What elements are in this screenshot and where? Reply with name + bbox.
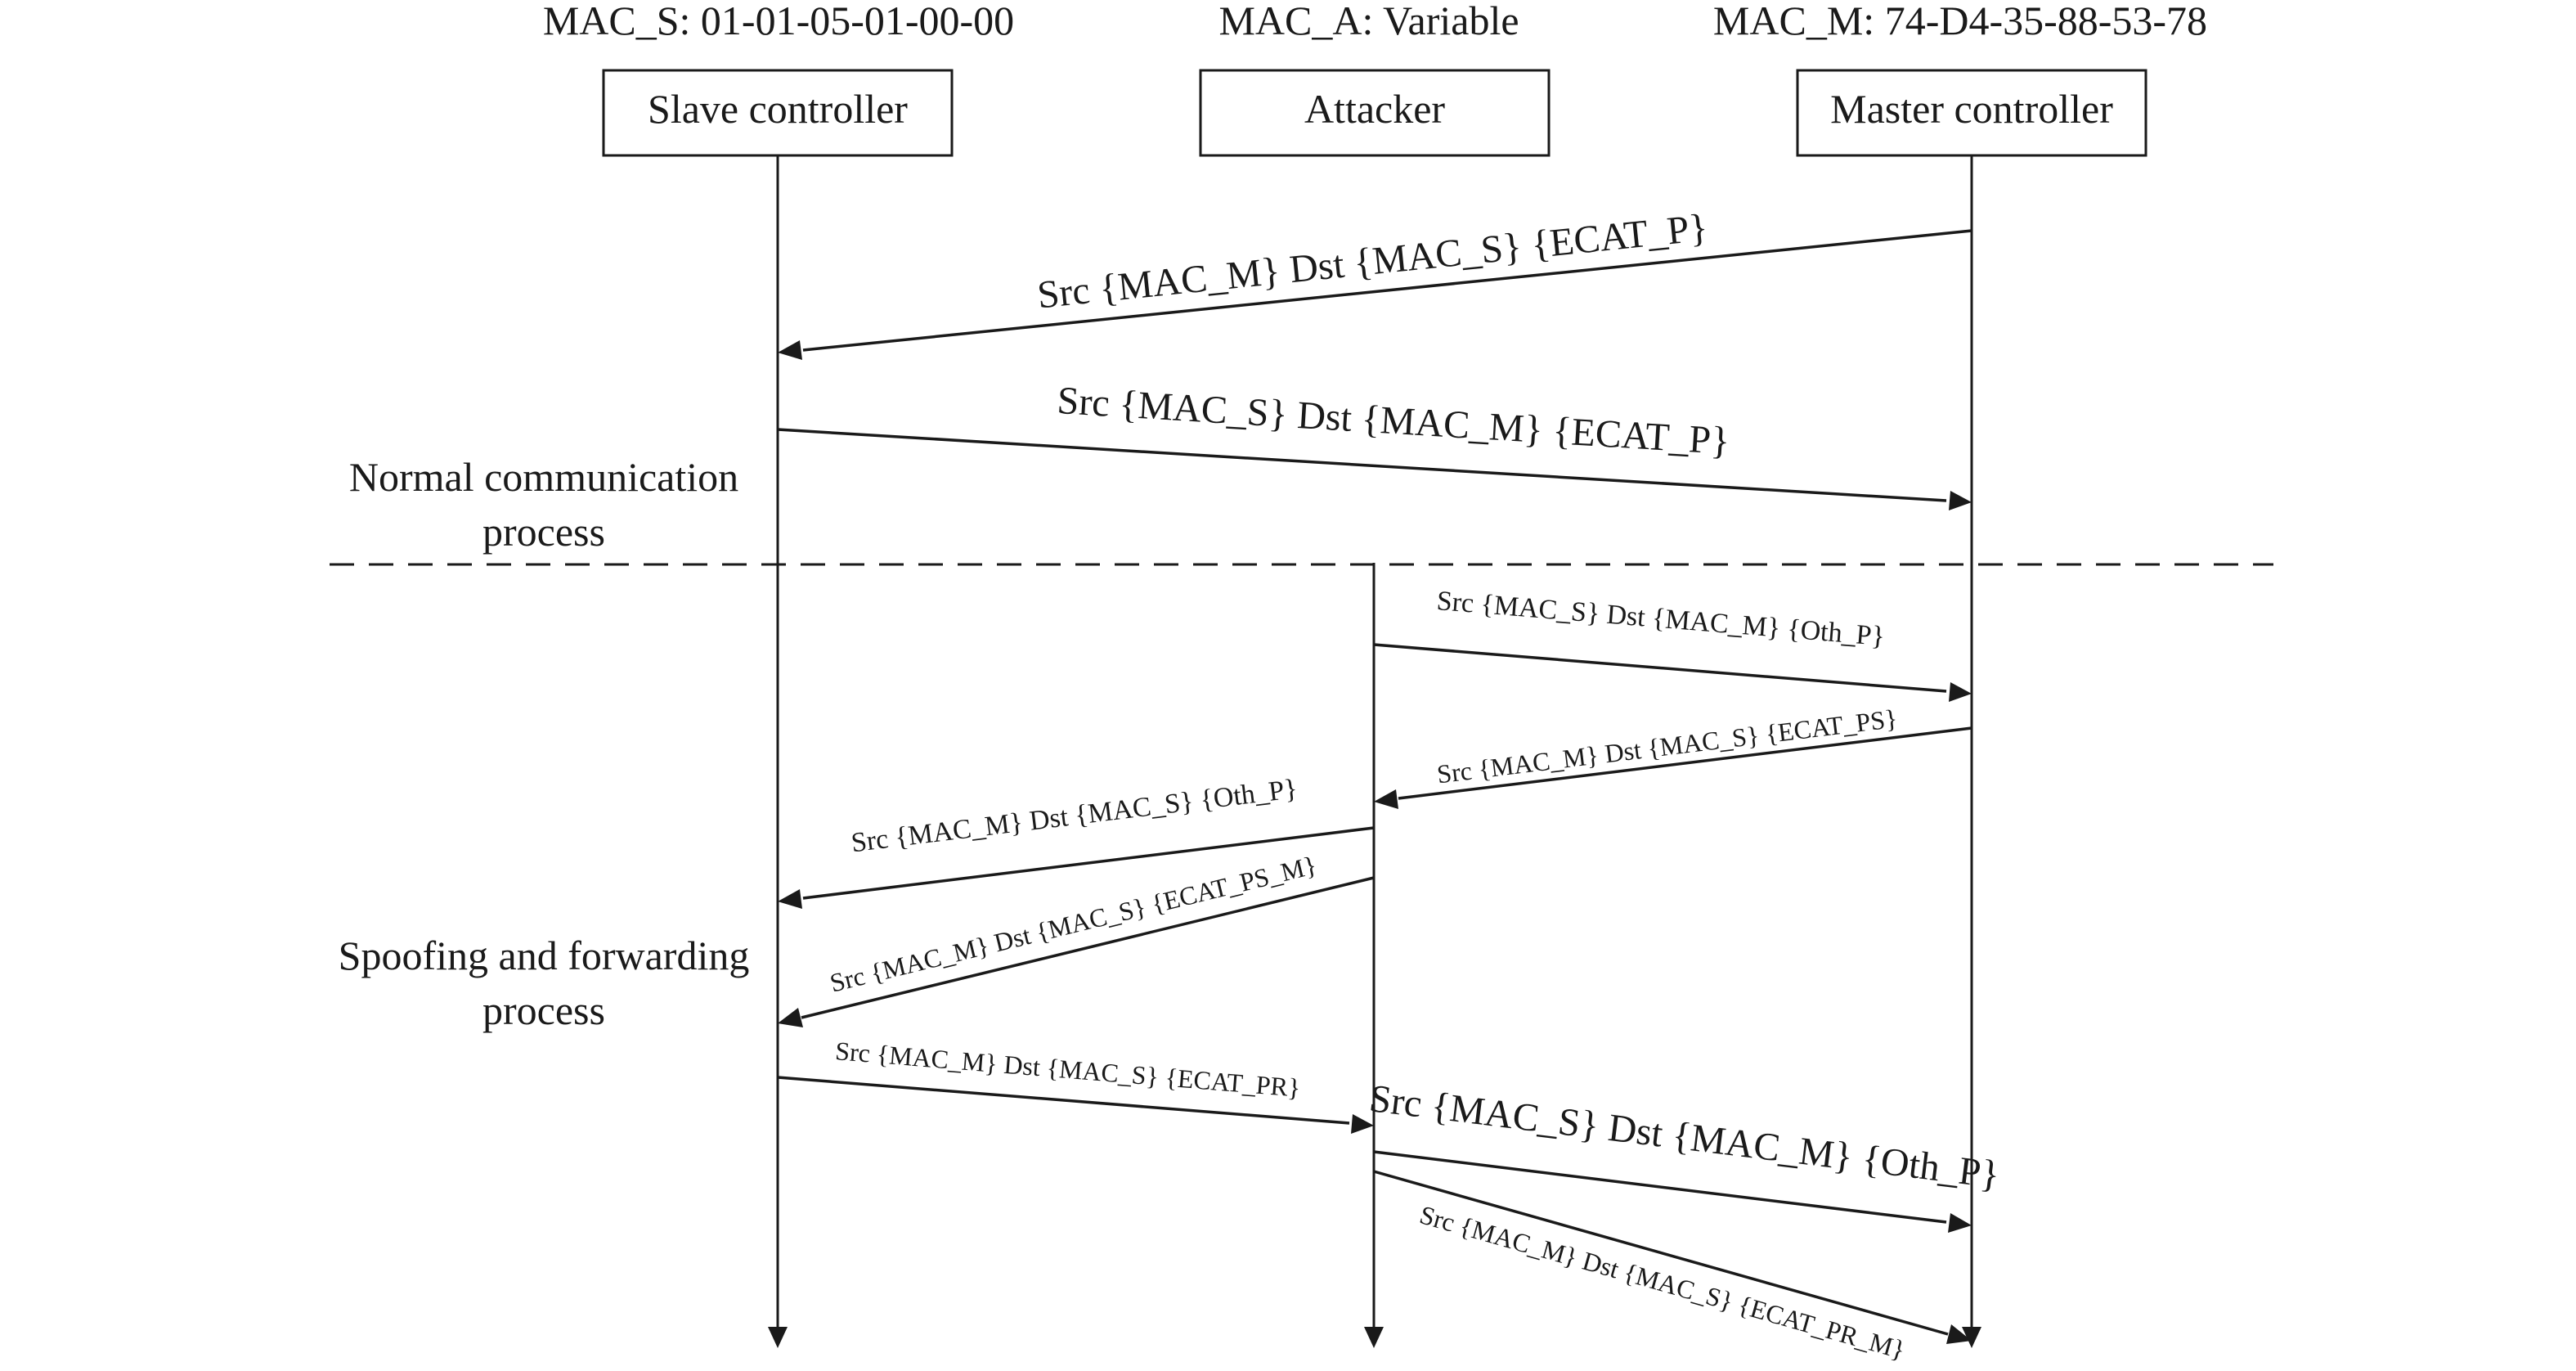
message-7: Src {MAC_M} Dst {MAC_S} {ECAT_PR} [777,1036,1374,1134]
message-9-arrowhead [1946,1324,1972,1344]
attacker-lifeline-end-arrow [1364,1327,1384,1348]
slave-participant: Slave controller [602,69,954,157]
message-7-label: Src {MAC_M} Dst {MAC_S} {ECAT_PR} [834,1036,1302,1103]
message-6-arrow-line [801,876,1375,1019]
message-8-arrow-line [1373,1150,1947,1224]
master-box [1796,69,2147,157]
message-7-arrowhead [1351,1114,1374,1134]
message-9-arrow-line [1373,1170,1949,1336]
message-6-arrowhead [778,1008,803,1027]
message-5-arrowhead [778,889,802,909]
message-3-label: Src {MAC_S} Dst {MAC_M} {Oth_P} [1436,586,1887,652]
message-2-label: Src {MAC_S} Dst {MAC_M} {ECAT_P} [1056,379,1730,463]
master-participant: Master controller [1796,69,2147,157]
message-5-arrow-line [802,826,1375,900]
message-4: Src {MAC_M} Dst {MAC_S} {ECAT_PS} [1374,703,1972,809]
message-8-label: Src {MAC_S} Dst {MAC_M} {Oth_P} [1367,1077,2002,1197]
attacker-mac-address: MAC_A: Variable [1218,0,1519,43]
slave-mac-address: MAC_S: 01-01-05-01-00-00 [543,0,1014,43]
message-3-arrow-line [1373,643,1947,693]
attacker-box [1199,69,1551,157]
spoofing-phase-label-line-2: process [482,987,605,1033]
message-2: Src {MAC_S} Dst {MAC_M} {ECAT_P} [777,379,1972,510]
message-9: Src {MAC_M} Dst {MAC_S} {ECAT_PR_M} [1373,1170,1972,1364]
message-1-arrowhead [778,340,802,360]
slave-box [602,69,954,157]
message-2-arrowhead [1949,491,1972,510]
message-5: Src {MAC_M} Dst {MAC_S} {Oth_P} [778,774,1375,909]
normal-phase-label-line-1: Normal communication [349,454,738,500]
message-8: Src {MAC_S} Dst {MAC_M} {Oth_P} [1367,1077,2002,1233]
message-1: Src {MAC_M} Dst {MAC_S} {ECAT_P} [778,206,1972,360]
master-label: Master controller [1830,86,2113,132]
master-mac-address: MAC_M: 74-D4-35-88-53-78 [1713,0,2207,43]
attacker-participant: Attacker [1199,69,1551,157]
master-lifeline-end-arrow [1962,1327,1981,1348]
message-7-arrow-line [777,1076,1350,1125]
message-3: Src {MAC_S} Dst {MAC_M} {Oth_P} [1373,586,1972,702]
message-2-arrow-line [777,428,1947,502]
message-8-arrowhead [1948,1213,1972,1233]
message-6: Src {MAC_M} Dst {MAC_S} {ECAT_PS_M} [778,850,1375,1027]
attacker-label: Attacker [1304,86,1445,132]
message-6-label: Src {MAC_M} Dst {MAC_S} {ECAT_PS_M} [827,850,1319,998]
spoofing-phase-label-line-1: Spoofing and forwarding [339,933,750,978]
message-1-arrow-line [802,229,1972,352]
message-1-label: Src {MAC_M} Dst {MAC_S} {ECAT_P} [1035,206,1710,317]
slave-label: Slave controller [648,86,908,132]
message-4-arrow-line [1398,726,1972,800]
message-4-arrowhead [1374,789,1398,809]
message-3-arrowhead [1949,682,1972,702]
slave-lifeline-end-arrow [768,1327,788,1348]
normal-phase-label-line-2: process [482,509,605,555]
message-9-label: Src {MAC_M} Dst {MAC_S} {ECAT_PR_M} [1416,1199,1908,1364]
